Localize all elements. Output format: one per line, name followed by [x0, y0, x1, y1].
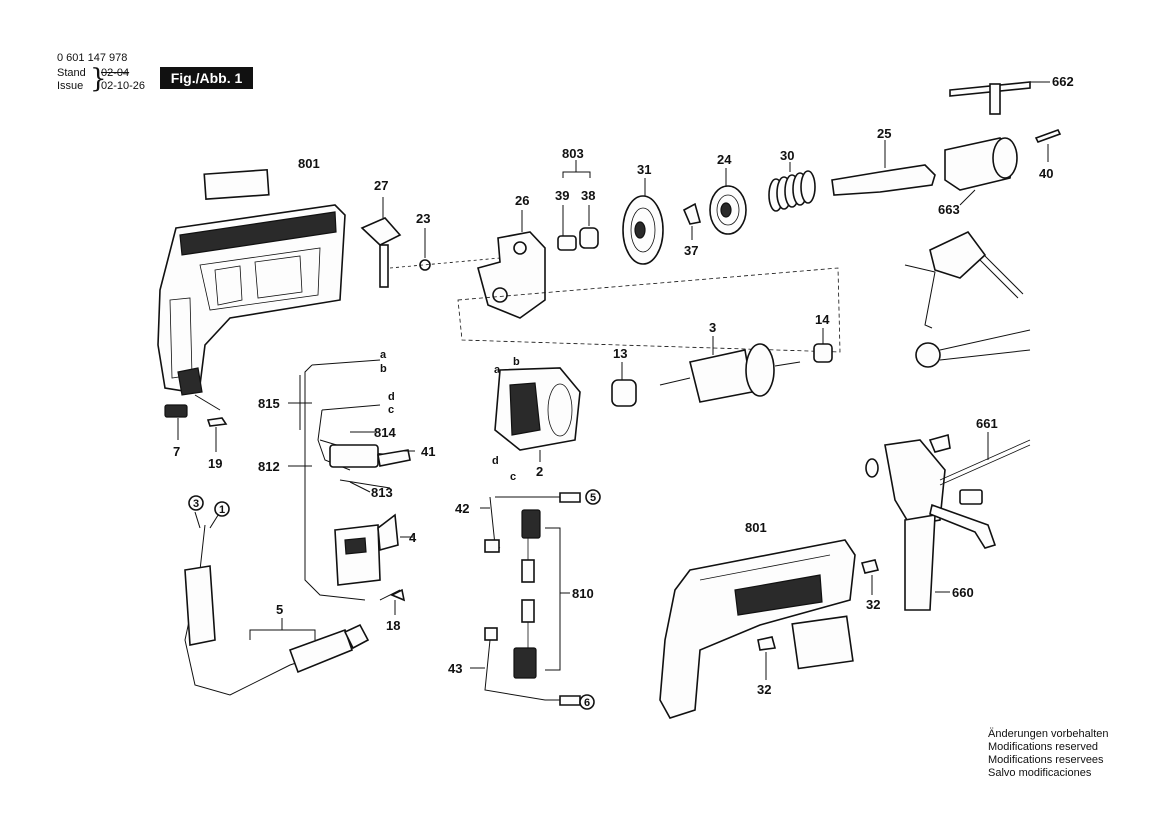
issue-label: Issue — [57, 80, 84, 92]
callout-663: 663 — [938, 202, 960, 217]
switch-4 — [334, 513, 399, 586]
callout-801-bottom: 801 — [745, 520, 767, 535]
brush-holder-43 — [484, 627, 498, 641]
screw-32-upper — [860, 559, 880, 574]
part-39 — [557, 235, 577, 251]
callout-660: 660 — [952, 585, 974, 600]
part-37 — [682, 202, 702, 225]
callout-30: 30 — [780, 148, 794, 163]
callout-18: 18 — [386, 618, 400, 633]
callout-661: 661 — [976, 416, 998, 431]
wire-letter-a-815: a — [380, 349, 387, 361]
screw-40 — [1034, 129, 1062, 143]
mains-cable-5 — [184, 511, 370, 696]
housing-half-right — [659, 539, 856, 719]
callout-19: 19 — [208, 456, 222, 471]
callout-4: 4 — [409, 530, 417, 545]
marker-circle-5 — [585, 489, 601, 505]
callout-27: 27 — [374, 178, 388, 193]
callout-26: 26 — [515, 193, 529, 208]
marker-circle-6 — [579, 694, 595, 710]
marker-label-3: 3 — [193, 498, 199, 510]
callout-42: 42 — [455, 501, 469, 516]
part-27-pin — [379, 244, 389, 288]
screw-19 — [206, 417, 228, 427]
callout-41: 41 — [421, 444, 435, 459]
issue-value: 02-10-26 — [101, 80, 146, 92]
screw-18 — [390, 588, 406, 602]
marker-label-5: 5 — [590, 492, 596, 504]
armature-3 — [659, 343, 801, 403]
aux-handle-660 — [865, 433, 997, 611]
callout-5: 5 — [276, 602, 283, 617]
callout-32-upper: 32 — [866, 597, 880, 612]
spindle-25 — [831, 164, 936, 196]
bearing-24 — [709, 185, 747, 235]
marker-circle-3 — [188, 495, 204, 511]
callout-801-top: 801 — [298, 156, 320, 171]
wire-letter-d-field: d — [492, 455, 499, 467]
part-26 — [477, 231, 546, 319]
screw-32-lower — [757, 636, 777, 651]
part-number: 0 601 147 978 — [57, 52, 128, 64]
callout-3: 3 — [709, 320, 716, 335]
callout-815: 815 — [258, 396, 280, 411]
callout-13: 13 — [613, 346, 627, 361]
callout-2: 2 — [536, 464, 543, 479]
marker-circle-1 — [214, 501, 230, 517]
brush-holder-42 — [484, 539, 500, 553]
wire-letter-c-814: c — [388, 404, 394, 416]
callout-810: 810 — [572, 586, 594, 601]
marker-label-1: 1 — [219, 504, 225, 516]
callout-662: 662 — [1052, 74, 1074, 89]
brushes-810 — [513, 509, 541, 679]
note-fr: Modifications reservees — [988, 754, 1104, 766]
gear-31 — [622, 195, 664, 265]
stand-value: 02-04 — [101, 67, 130, 79]
part-38 — [579, 227, 599, 249]
callout-23: 23 — [416, 211, 430, 226]
field-coil-2 — [494, 367, 581, 451]
part-7 — [164, 404, 188, 418]
chuck-663 — [944, 137, 1018, 191]
callout-803: 803 — [562, 146, 584, 161]
callout-812: 812 — [258, 459, 280, 474]
callout-43: 43 — [448, 661, 462, 676]
callout-37: 37 — [684, 243, 698, 258]
modification-notes: Änderungen vorbehalten Modifications res… — [988, 728, 1108, 780]
wire-letter-b-field: b — [513, 356, 520, 368]
note-en: Modifications reserved — [988, 741, 1099, 753]
part-27 — [360, 217, 402, 246]
wire-letter-a-field: a — [494, 364, 501, 376]
bearing-13 — [611, 379, 637, 407]
figure-badge: Fig./Abb. 1 — [160, 67, 253, 89]
callout-7: 7 — [173, 444, 180, 459]
wire-letter-d-814: d — [388, 391, 395, 403]
callout-813: 813 — [371, 485, 393, 500]
note-es: Salvo modificaciones — [988, 767, 1092, 779]
callout-38: 38 — [581, 188, 595, 203]
note-de: Änderungen vorbehalten — [988, 728, 1109, 740]
housing-half-left — [157, 168, 346, 396]
callout-39: 39 — [555, 188, 569, 203]
wire-letter-c-field: c — [510, 471, 516, 483]
wire-letter-b-815: b — [380, 363, 387, 375]
callout-40: 40 — [1039, 166, 1053, 181]
spring-30 — [768, 170, 816, 212]
terminal-block-41 — [329, 444, 379, 468]
brace: } — [90, 64, 107, 94]
callout-14: 14 — [815, 312, 830, 327]
callout-25: 25 — [877, 126, 891, 141]
stand-label: Stand — [57, 67, 86, 79]
marker-label-6: 6 — [584, 697, 590, 709]
callout-32-lower: 32 — [757, 682, 771, 697]
chuck-usage-illustration — [904, 230, 1031, 368]
callout-31: 31 — [637, 162, 651, 177]
callout-814: 814 — [374, 425, 396, 440]
bearing-14 — [813, 343, 833, 363]
callout-24: 24 — [717, 152, 732, 167]
